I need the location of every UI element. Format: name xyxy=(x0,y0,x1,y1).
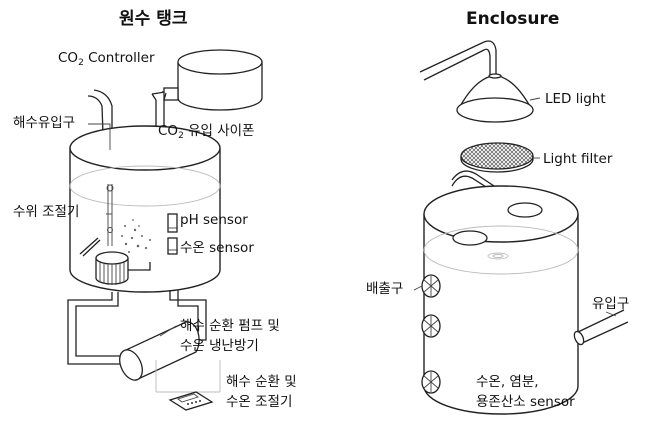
seawater-inlet-pipe xyxy=(87,89,113,163)
light-filter-disc xyxy=(460,142,534,173)
circulation-loop xyxy=(67,290,207,381)
led-power-cord xyxy=(419,40,497,81)
light-filter-label: Light filter xyxy=(543,151,613,167)
source-tank-body xyxy=(69,125,221,293)
led-light-label: LED light xyxy=(545,91,606,107)
level-controller-rod xyxy=(107,184,113,246)
right-panel-title: Enclosure xyxy=(466,9,559,29)
co2-valve xyxy=(163,87,179,101)
inlet-pipe xyxy=(573,309,629,346)
pump-motor xyxy=(95,251,129,285)
temp-sensor-probe xyxy=(167,237,178,255)
led-light-fixture xyxy=(456,73,534,123)
outlet-port-2 xyxy=(421,314,441,338)
seawater-inlet-label: 해수유입구 xyxy=(13,115,75,131)
co2-siphon-label: CO2 유입 사이폰 xyxy=(158,123,254,141)
co2-controller-drum xyxy=(177,49,263,111)
pump-label-line2: 수온 냉난방기 xyxy=(180,338,259,354)
co2-controller-label: CO2 Controller xyxy=(58,50,155,68)
inlet-label: 유입구 xyxy=(592,296,629,312)
circulation-controller-unit xyxy=(168,391,214,411)
sensor-label-line1: 수온, 염분, xyxy=(476,374,539,390)
ph-sensor-probe xyxy=(167,213,178,233)
lid-port-right xyxy=(507,202,543,218)
level-controller-label: 수위 조절기 xyxy=(13,204,79,220)
source-tank-panel: 원수 탱크 xyxy=(13,9,297,411)
controller-label-line2: 수온 조절기 xyxy=(226,394,292,410)
temp-sensor-label: 수온 sensor xyxy=(180,240,254,256)
ph-sensor-label: pH sensor xyxy=(180,212,248,228)
enclosure-panel: Enclosure xyxy=(366,9,629,415)
outlet-port-3 xyxy=(421,370,441,394)
controller-label-line1: 해수 순환 및 xyxy=(226,374,297,390)
lid-port-left xyxy=(452,230,488,246)
outlet-label: 배출구 xyxy=(366,281,403,297)
bubbles xyxy=(121,219,151,253)
enclosure-body xyxy=(423,185,579,415)
pump-label-line1: 해수 순환 펌프 및 xyxy=(180,318,280,334)
seawater-inlet-leader xyxy=(88,123,111,150)
outlet-port-1 xyxy=(421,274,441,298)
sensor-label-line2: 용존산소 sensor xyxy=(476,394,575,410)
left-panel-title: 원수 탱크 xyxy=(119,9,188,29)
